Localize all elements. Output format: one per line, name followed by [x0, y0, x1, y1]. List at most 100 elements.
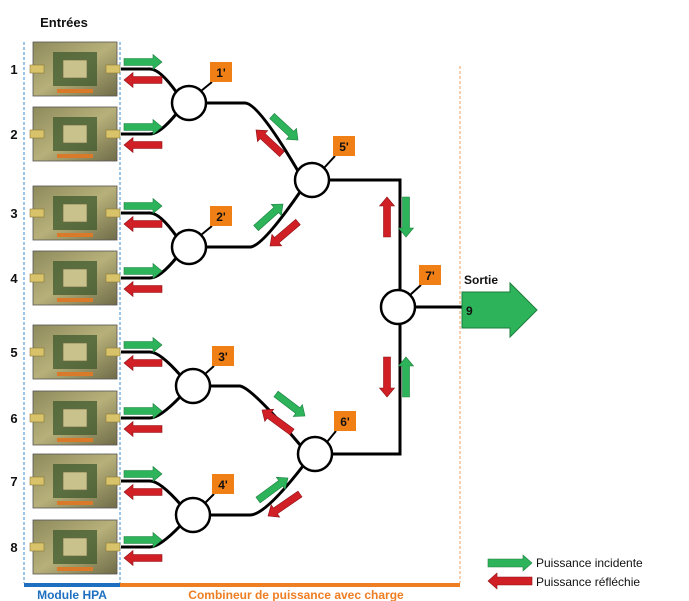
node-badge [212, 346, 234, 366]
combiner-circle [379, 288, 417, 326]
combiner-circle [293, 161, 331, 199]
hpa-board-label-strip [57, 438, 93, 442]
combiner-node: 2' [170, 206, 232, 266]
input-wire [121, 350, 183, 377]
hpa-board-die [62, 124, 88, 144]
hpa-board-connector-left [29, 273, 45, 283]
legend-reflected-label: Puissance réfléchie [536, 575, 640, 589]
combiner-circle [170, 84, 208, 122]
legend-reflected-arrow [487, 572, 533, 590]
input-number-label: 5 [10, 345, 17, 360]
combiner-circle [296, 435, 334, 473]
output-arrow [461, 281, 538, 339]
input-number-label: 1 [10, 62, 17, 77]
legend: Puissance incidente Puissance réfléchie [487, 554, 643, 590]
legend-incident-arrow [487, 554, 533, 572]
node-badge-label: 5' [339, 140, 349, 154]
reflected-arrow [123, 280, 163, 298]
combiner-circle [170, 228, 208, 266]
hpa-board-connector-right [105, 273, 121, 283]
combiner-node: 5' [293, 136, 355, 199]
hpa-board-connector-left [29, 208, 45, 218]
stage-wire [207, 101, 300, 172]
module-hpa-bar [24, 583, 120, 587]
hpa-board-label-strip [57, 501, 93, 505]
hpa-board-connector-right [105, 129, 121, 139]
node-badge [333, 136, 355, 156]
hpa-board-die [62, 408, 88, 428]
combiner-label: Combineur de puissance avec charge [188, 588, 404, 601]
incident-arrow [123, 262, 163, 280]
reflected-arrow [123, 354, 163, 372]
hpa-board-die [62, 471, 88, 491]
input-wire [121, 67, 179, 94]
reflected-arrow [269, 218, 301, 247]
output-title: Sortie [464, 273, 498, 287]
reflected-arrow [123, 420, 163, 438]
node-badge [212, 474, 234, 494]
combiner-node: 4' [174, 474, 234, 534]
node-badge-label: 4' [218, 478, 228, 492]
incident-arrow [269, 113, 299, 141]
input-wire [121, 256, 179, 280]
hpa-board-die [62, 268, 88, 288]
input-wire [121, 211, 179, 238]
combiner-node: 3' [174, 346, 234, 405]
incident-arrow [397, 356, 415, 398]
hpa-board-die [62, 203, 88, 223]
input-number-label: 6 [10, 411, 17, 426]
reflected-arrow [255, 129, 285, 157]
reflected-arrow [261, 408, 295, 436]
stage-wire [211, 384, 303, 447]
node-badge-leader [204, 493, 215, 504]
hpa-module: 5 [10, 324, 121, 380]
incident-arrow [123, 402, 163, 420]
output-group: Sortie 9 [461, 273, 538, 339]
hpa-module: 7 [10, 453, 121, 509]
stage-wire [211, 465, 305, 517]
input-number-label: 2 [10, 127, 17, 142]
input-number-label: 8 [10, 540, 17, 555]
incident-arrow [255, 476, 289, 504]
combiner-circle [174, 367, 212, 405]
reflected-arrow [123, 215, 163, 233]
node-badge-label: 2' [216, 210, 226, 224]
input-wire [121, 112, 179, 136]
incident-arrow [123, 53, 163, 71]
stage-wire [330, 178, 402, 289]
reflected-arrow [123, 71, 163, 89]
combiner-circle [174, 496, 212, 534]
hpa-board-label-strip [57, 154, 93, 158]
hpa-module: 3 [10, 185, 121, 241]
hpa-module: 1 [10, 41, 121, 97]
module-hpa-label: Module HPA [37, 588, 107, 601]
hpa-board-connector-left [29, 64, 45, 74]
incident-arrow [123, 465, 163, 483]
hpa-board-connector-right [105, 476, 121, 486]
incident-arrow [397, 196, 415, 238]
reflected-arrow [378, 196, 396, 238]
hpa-board-connector-left [29, 542, 45, 552]
node-badge [210, 62, 232, 82]
hpa-board-connector-right [105, 208, 121, 218]
hpa-board-label-strip [57, 233, 93, 237]
hpa-board-label-strip [57, 298, 93, 302]
input-number-label: 7 [10, 474, 17, 489]
hpa-module: 4 [10, 250, 121, 306]
inputs-title: Entrées [40, 15, 88, 30]
node-badge-label: 3' [218, 350, 228, 364]
node-badge [210, 206, 232, 226]
hpa-board-label-strip [57, 567, 93, 571]
combiner-node: 1' [170, 62, 232, 122]
incident-arrow [123, 118, 163, 136]
legend-incident-label: Puissance incidente [536, 556, 643, 570]
input-wire [121, 479, 183, 506]
hpa-board-connector-left [29, 476, 45, 486]
node-badge-leader [200, 81, 213, 92]
hpa-board-die [62, 537, 88, 557]
reflected-arrow [123, 483, 163, 501]
hpa-board-connector-right [105, 64, 121, 74]
node-badge [334, 411, 356, 431]
incident-arrow [273, 390, 306, 417]
